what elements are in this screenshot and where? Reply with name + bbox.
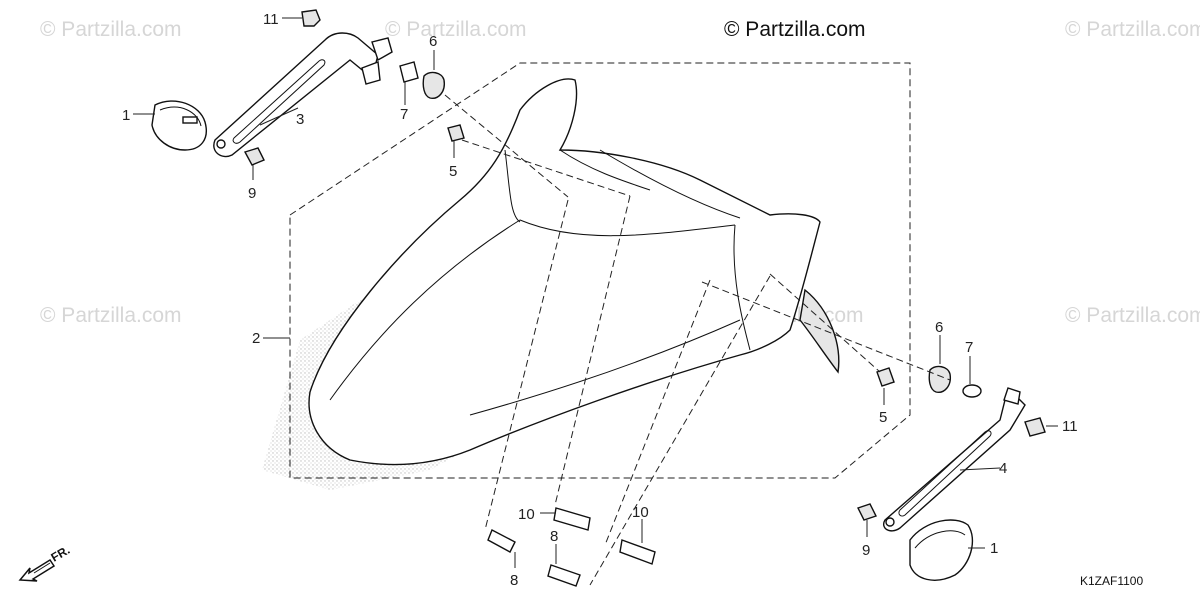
front-label: FR. <box>49 543 73 565</box>
callout-7: 7 <box>965 339 973 356</box>
diagram-code: K1ZAF1100 <box>1080 574 1143 588</box>
left-fender-stay <box>213 32 393 158</box>
callout-5: 5 <box>879 409 887 426</box>
callout-1: 1 <box>122 107 130 124</box>
leader-lines <box>133 17 1058 568</box>
front-direction-indicator: FR. <box>18 543 73 582</box>
callout-4: 4 <box>999 460 1007 477</box>
callout-11: 11 <box>263 11 279 28</box>
callout-6: 6 <box>935 319 943 336</box>
front-fender <box>308 78 840 466</box>
callout-11: 11 <box>1062 418 1078 435</box>
callout-10: 10 <box>518 506 535 523</box>
callout-8: 8 <box>550 528 558 545</box>
watermark-text: © Partzilla.com <box>40 304 182 327</box>
callouts: 1 1 2 3 4 5 5 6 6 7 7 8 8 9 9 10 10 11 1… <box>122 11 1078 589</box>
hardware-parts <box>243 9 1046 587</box>
callout-8: 8 <box>510 572 518 589</box>
watermark-text: © Partzilla.com <box>385 18 527 41</box>
watermark-text: © Partzilla.com <box>40 18 182 41</box>
assembly-outline <box>289 62 911 479</box>
right-reflector <box>909 519 973 581</box>
watermark-text: © Partzilla.com <box>1065 304 1200 327</box>
callout-9: 9 <box>248 185 256 202</box>
callout-7: 7 <box>400 106 408 123</box>
left-reflector <box>151 100 207 151</box>
callout-3: 3 <box>296 111 304 128</box>
brand-label: © Partzilla.com <box>724 18 866 41</box>
fastener-paths <box>444 94 951 586</box>
callout-9: 9 <box>862 542 870 559</box>
callout-2: 2 <box>252 330 260 347</box>
callout-5: 5 <box>449 163 457 180</box>
right-fender-stay <box>883 387 1026 532</box>
callout-10: 10 <box>632 504 649 521</box>
callout-1: 1 <box>990 540 998 557</box>
watermark-text: © Partzilla.com <box>1065 18 1200 41</box>
callout-6: 6 <box>429 33 437 50</box>
